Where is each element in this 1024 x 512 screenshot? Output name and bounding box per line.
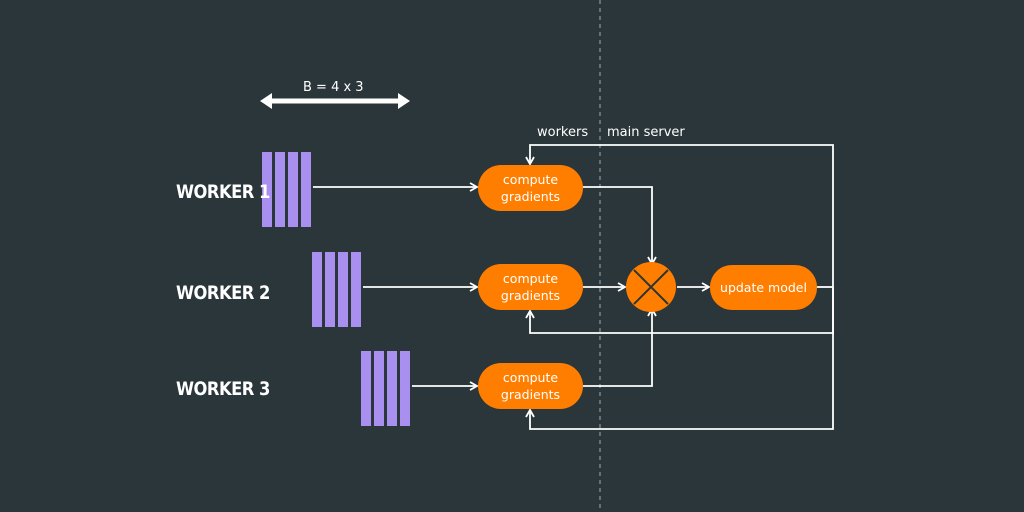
compute-node-worker-3: [478, 363, 583, 409]
batch-size-arrow: [260, 93, 410, 109]
batch-size-label: B = 4 x 3: [303, 80, 364, 95]
worker-label-3: WORKER 3: [176, 378, 270, 400]
region-label-workers: workers: [537, 125, 589, 140]
worker-label-2: WORKER 2: [176, 282, 270, 304]
edge-feedback-worker-1: [525, 144, 834, 287]
compute-node-worker-1: [478, 165, 583, 211]
update-model-label: update model: [720, 280, 807, 295]
edge-feedback-worker-3: [525, 287, 834, 430]
worker-label-1: WORKER 1: [176, 181, 270, 203]
update-model-node: [710, 265, 817, 310]
compute-node-label-3: compute gradients: [500, 370, 561, 402]
batch-worker-3: [361, 351, 410, 426]
batch-worker-2: [312, 252, 361, 327]
edge-compute1-aggregate: [583, 186, 657, 266]
region-label-server: main server: [607, 125, 685, 140]
batch-worker-1: [262, 152, 311, 227]
compute-node-label-1: compute gradients: [500, 172, 561, 204]
compute-node-worker-2: [478, 264, 583, 310]
compute-node-label-2: compute gradients: [500, 271, 561, 303]
aggregate-node: [626, 262, 676, 312]
edge-compute3-aggregate: [583, 307, 657, 387]
